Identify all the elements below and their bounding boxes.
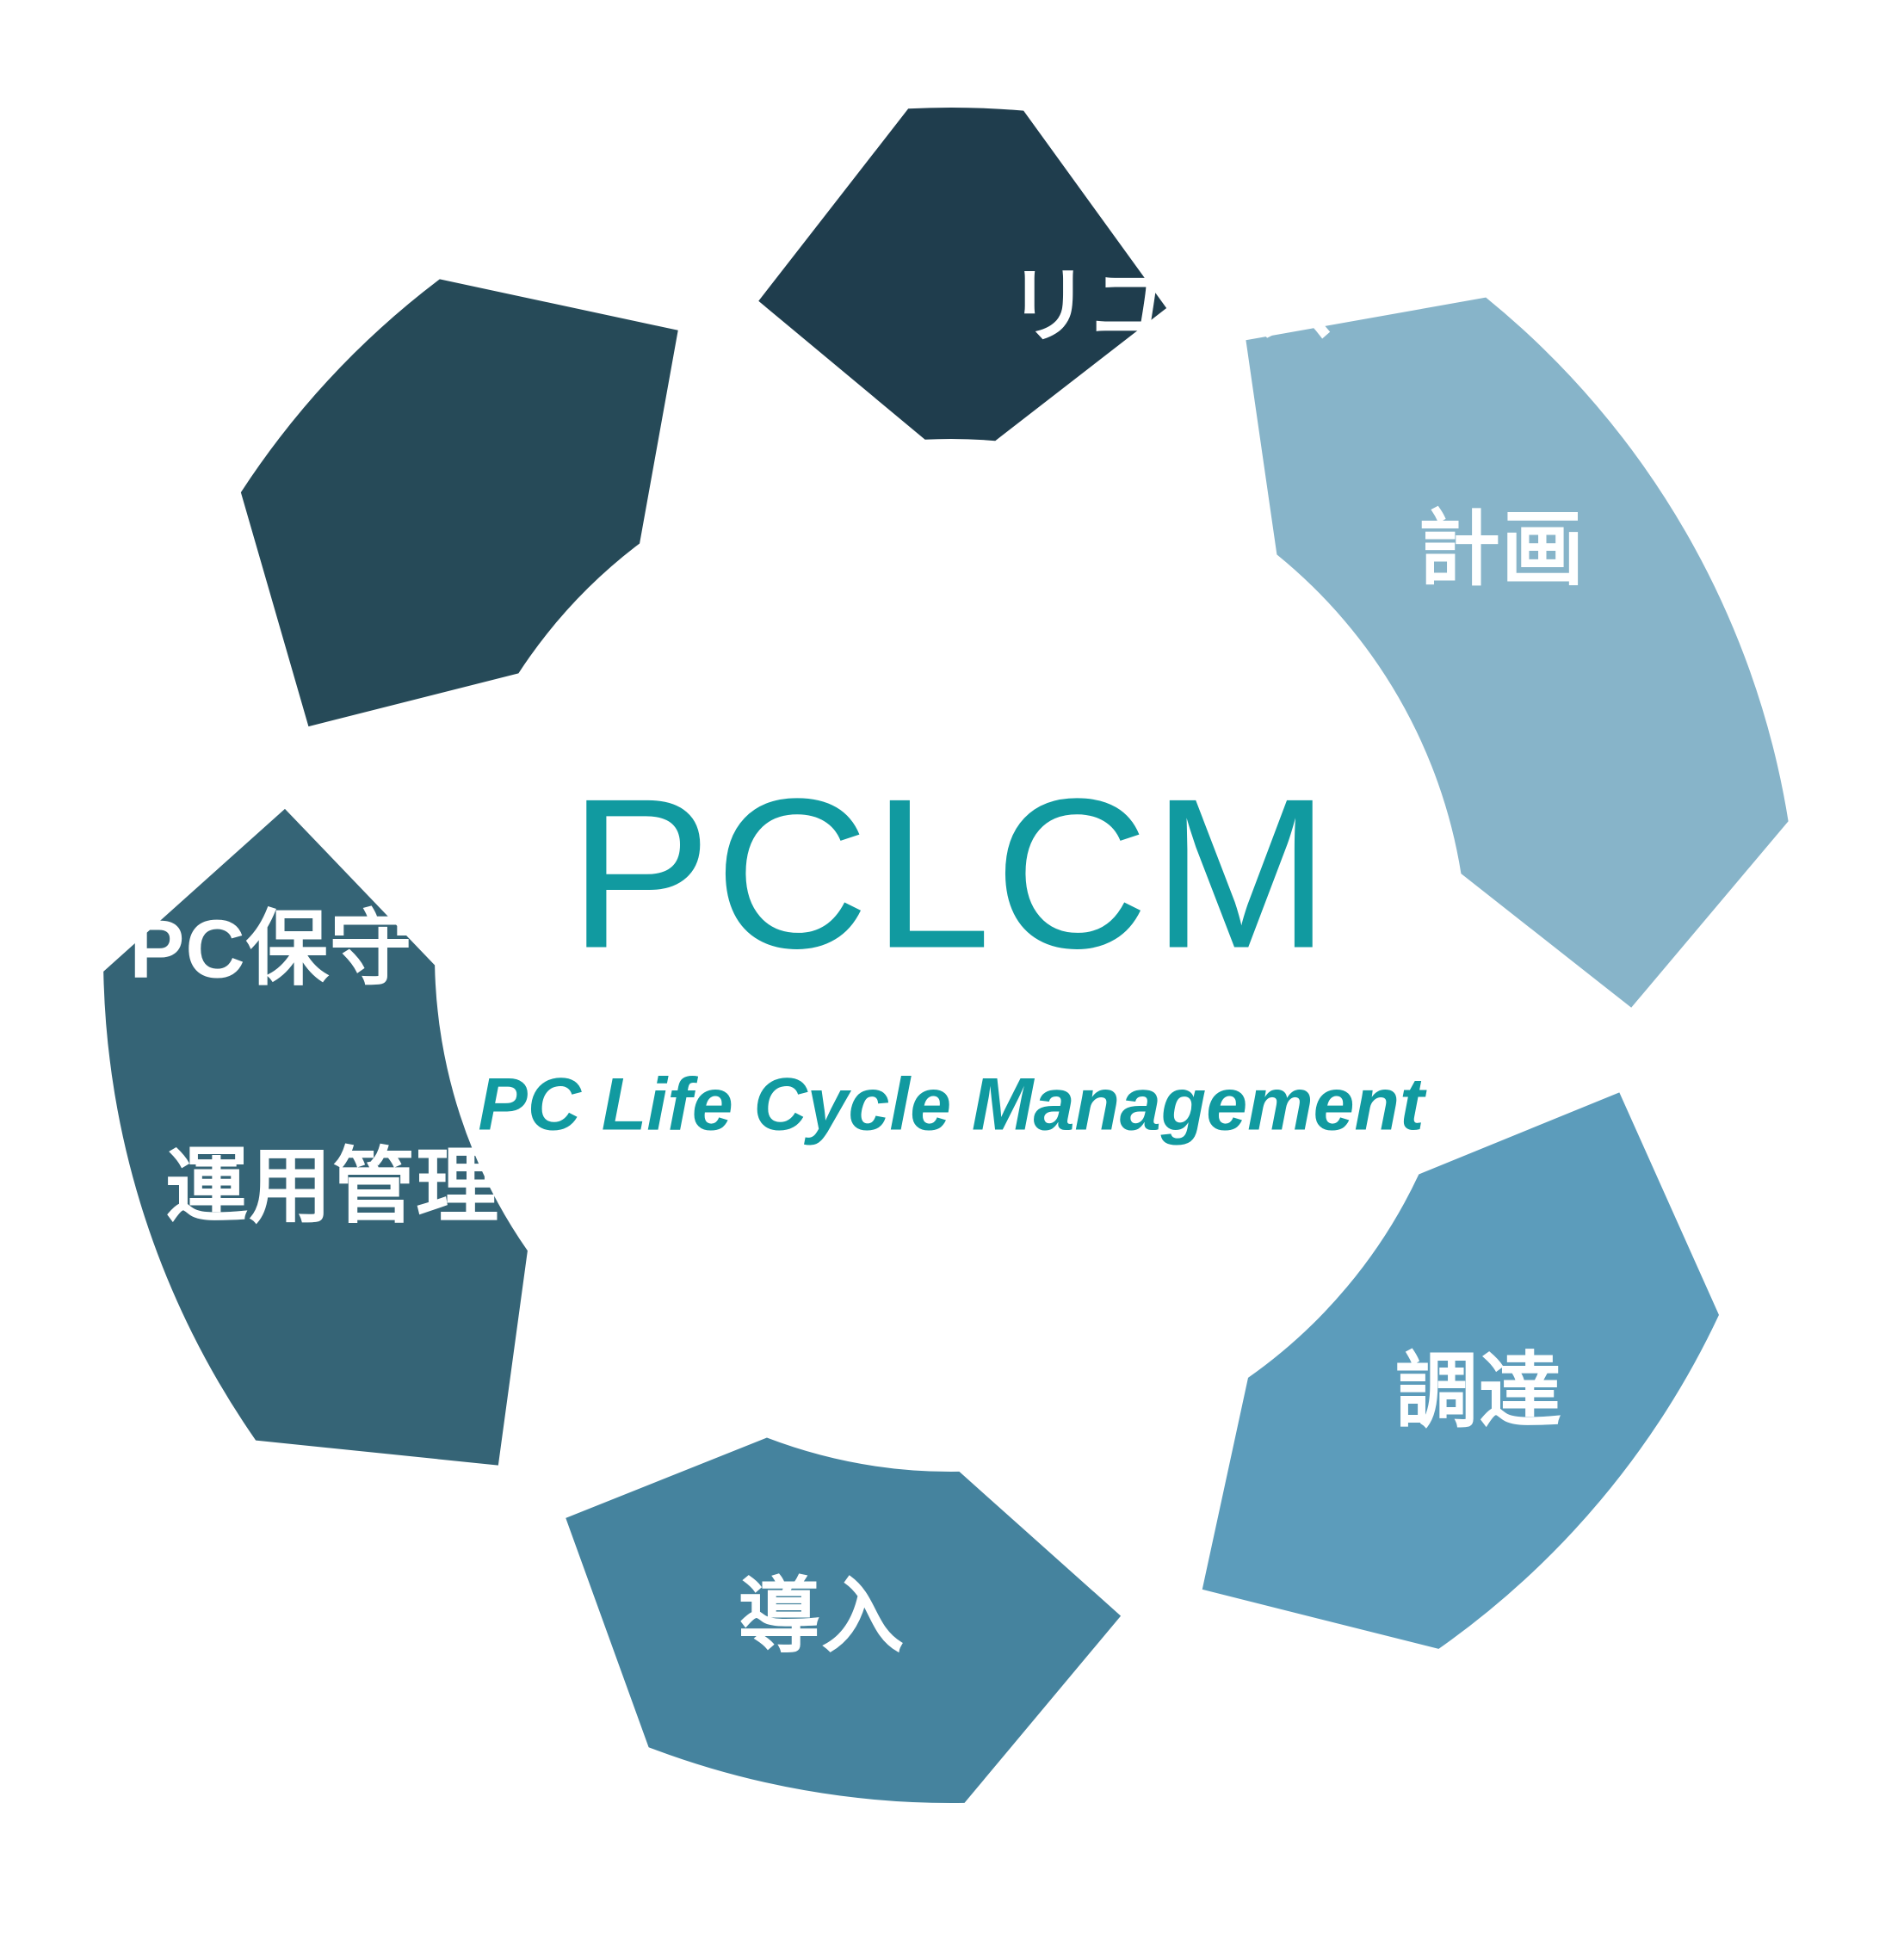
center-title: PCLCM (569, 754, 1333, 993)
cycle-segment-plan[interactable] (1246, 297, 1789, 1008)
segment-label-deploy: 導入 (738, 1571, 905, 1663)
segment-label-procure: 調達 (1395, 1346, 1562, 1438)
center-hub-circle (441, 445, 1462, 1466)
cycle-segment-maintenance[interactable] (240, 279, 678, 727)
cycle-segment-operations[interactable] (103, 808, 528, 1466)
segment-label-reuse: リユース (1008, 260, 1338, 352)
cycle-segment-deploy[interactable] (566, 1437, 1122, 1803)
segment-label-plan: 計画 (1418, 503, 1585, 596)
center-subtitle: PC Life Cycle Management (478, 1064, 1427, 1146)
cycle-segments-group (103, 107, 1789, 1803)
segment-label-maintenance: PC保守 (129, 903, 412, 995)
segment-label-operations: 運用管理 (165, 1140, 499, 1232)
cycle-segment-reuse[interactable] (758, 107, 1167, 442)
cycle-segment-procure[interactable] (1202, 1092, 1719, 1649)
